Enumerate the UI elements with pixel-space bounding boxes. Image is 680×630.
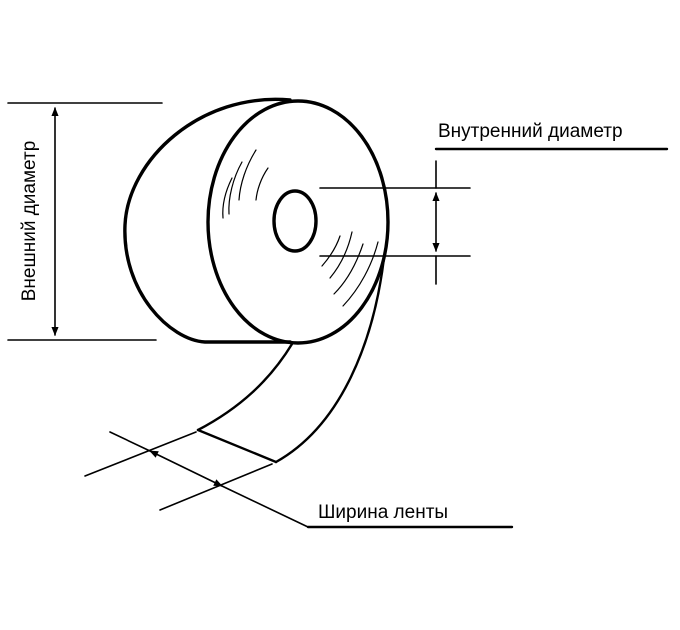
outer-diameter-dimension: Внешний диаметр	[7, 102, 163, 341]
roll-core-hole	[272, 189, 318, 253]
winding-lines	[222, 149, 379, 307]
tape-strip-inner-edge	[196, 342, 294, 432]
tape-roll	[123, 97, 390, 464]
tape-width-label: Ширина ленты	[318, 502, 448, 523]
roll-front-face	[206, 99, 390, 345]
outer-diameter-label: Внешний диаметр	[19, 141, 40, 302]
tape-strip-outer-edge	[274, 256, 386, 464]
tape-strip-end	[196, 428, 278, 464]
inner-diameter-label: Внутренний диаметр	[438, 121, 623, 142]
inner-diameter-dimension: Внутренний диаметр	[319, 121, 669, 285]
tape-width-dimension: Ширина ленты	[84, 431, 514, 529]
roll-back-rim	[123, 97, 292, 344]
